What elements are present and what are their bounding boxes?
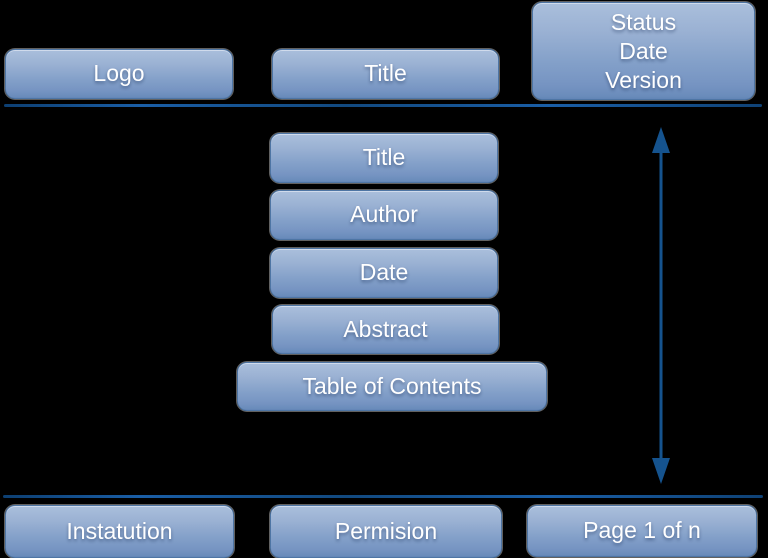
header-title-label: Title: [364, 60, 407, 87]
down-arrowhead-icon: [652, 458, 670, 484]
institution-label: Instatution: [66, 517, 173, 544]
institution-box: Instatution: [5, 505, 234, 558]
arrow-shaft: [659, 151, 663, 460]
abstract-box: Abstract: [272, 305, 499, 354]
status-date-version-labels: Status Date Version: [605, 8, 682, 95]
page-number-label: Page 1 of n: [583, 517, 701, 544]
body-title-label: Title: [362, 144, 406, 171]
up-arrowhead-icon: [652, 127, 670, 153]
permission-box: Permision: [270, 505, 502, 558]
table-of-contents-box: Table of Contents: [237, 362, 547, 411]
footer-separator-line: [3, 495, 763, 498]
header-separator-line: [4, 104, 762, 107]
author-box: Author: [270, 190, 498, 240]
logo-box: Logo: [5, 49, 233, 99]
permission-label: Permision: [334, 517, 438, 544]
status-label: Status: [610, 8, 677, 35]
author-label: Author: [350, 201, 418, 228]
status-date-version-box: Status Date Version: [532, 2, 755, 100]
vertical-double-arrow: [652, 127, 670, 484]
logo-label: Logo: [93, 60, 145, 87]
abstract-label: Abstract: [343, 315, 428, 342]
page-number-box: Page 1 of n: [527, 505, 757, 557]
body-title-box: Title: [270, 133, 498, 183]
header-title-box: Title: [272, 49, 499, 99]
date-box: Date: [270, 248, 498, 298]
date-box-label: Date: [359, 259, 409, 286]
date-label: Date: [619, 37, 668, 64]
version-label: Version: [605, 66, 682, 93]
table-of-contents-label: Table of Contents: [302, 372, 482, 399]
